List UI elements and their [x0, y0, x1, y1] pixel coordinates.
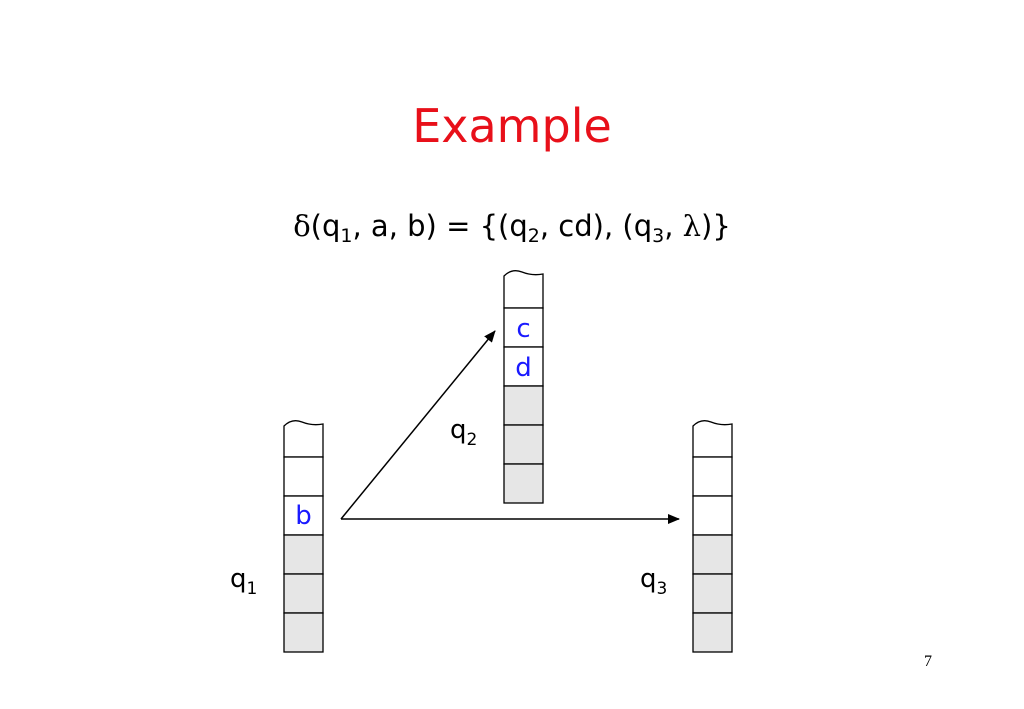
formula-part-open: (q — [310, 209, 341, 243]
stack-q2-cell-2 — [503, 385, 544, 426]
formula-sub-3: 3 — [652, 225, 665, 247]
transition-formula: δ(q1, a, b) = {(q2, cd), (q3, λ)} — [0, 206, 1024, 246]
stack-q1-symbol-1: b — [295, 501, 312, 531]
state-q2-sub: 2 — [467, 430, 478, 450]
formula-part-mid2: , cd), (q — [539, 209, 653, 243]
state-q1-letter: q — [230, 564, 247, 594]
stack-q2-symbol-0: c — [516, 314, 530, 344]
stack-q1-torn-top — [283, 420, 324, 458]
stack-q1-cell-2 — [283, 534, 324, 575]
stack-q1-cell-3 — [283, 573, 324, 614]
delta-symbol: δ — [293, 209, 311, 243]
stack-q2-cell-3 — [503, 424, 544, 465]
stack-q1: b — [283, 420, 324, 653]
formula-sub-1: 1 — [340, 225, 353, 247]
stack-q3-cell-2 — [692, 534, 733, 575]
formula-sub-2: 2 — [527, 225, 540, 247]
formula-part-mid3: , — [664, 209, 683, 243]
stack-q2-torn-top — [503, 270, 544, 309]
lambda-symbol: λ — [682, 209, 702, 243]
formula-part-close: )} — [701, 209, 731, 243]
state-label-q3: q3 — [640, 564, 667, 599]
formula-part-middle: , a, b) = {(q — [352, 209, 528, 243]
arrow-to-q2 — [340, 330, 496, 520]
stack-q3-cell-3 — [692, 573, 733, 614]
stack-q2: c d — [503, 270, 544, 504]
state-label-q2: q2 — [450, 415, 477, 450]
stack-q2-symbol-1: d — [515, 353, 532, 383]
slide-title: Example — [412, 99, 612, 153]
stack-q1-cell-1 — [283, 495, 324, 536]
state-label-q1: q1 — [230, 564, 257, 599]
stack-q3-cell-4 — [692, 612, 733, 653]
page-number: 7 — [924, 653, 932, 670]
stack-q3-cell-1 — [692, 495, 733, 536]
state-q3-sub: 3 — [657, 579, 668, 599]
stack-q3-torn-top — [692, 420, 733, 458]
stack-q2-cell-0 — [503, 307, 544, 348]
state-q3-letter: q — [640, 564, 657, 594]
stack-q3 — [692, 420, 733, 653]
state-q2-letter: q — [450, 415, 467, 445]
state-q1-sub: 1 — [247, 579, 258, 599]
stack-q1-cell-4 — [283, 612, 324, 653]
stack-q2-cell-4 — [503, 463, 544, 504]
stack-q1-cell-0 — [283, 456, 324, 497]
stack-q3-cell-0 — [692, 456, 733, 497]
